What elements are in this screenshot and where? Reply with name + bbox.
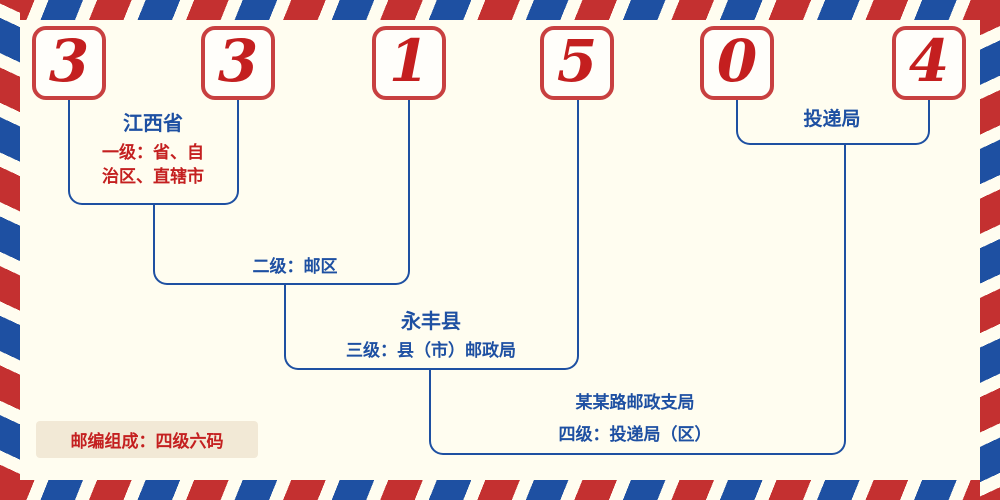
postal-digit-box-4: 5 [540,26,614,100]
airmail-border-bottom [0,480,1000,500]
level2-desc-label: 二级：邮区 [252,257,338,276]
postal-digit-box-1: 3 [32,26,106,100]
postal-digit-box-6: 4 [892,26,966,100]
postal-digit-6: 4 [908,27,950,95]
postal-digit-3: 1 [388,27,430,95]
connector-level2-line [153,205,410,285]
level4-desc-label: 四级：投递局（区） [558,425,712,444]
level3-desc-label: 三级：县（市）邮政局 [346,341,516,360]
connector-level2-stub [408,100,410,207]
connector-level4-bracket [736,100,930,145]
connector-level3-stub [577,100,579,287]
postal-digit-1: 3 [48,27,90,95]
airmail-border-top [0,0,1000,20]
postal-digit-4: 5 [556,27,598,95]
postal-digit-box-5: 0 [700,26,774,100]
connector-level1-bracket [68,100,239,205]
level1-desc-line2: 治区、直辖市 [102,167,204,186]
postal-digit-box-3: 1 [372,26,446,100]
level4-branch-label: 某某路邮政支局 [575,393,695,412]
level3-region-label: 永丰县 [401,311,461,333]
connector-level3-line [284,285,579,370]
level4-office-label: 投递局 [803,109,861,130]
postal-digit-5: 0 [716,27,758,95]
composition-note: 邮编组成：四级六码 [36,421,258,458]
level1-region-label: 江西省 [123,113,183,135]
airmail-border-right [980,0,1000,500]
connector-level4-stub [844,145,846,372]
level1-desc-line1: 一级：省、自 [102,143,204,162]
postal-digit-2: 3 [217,27,259,95]
postal-digit-box-2: 3 [201,26,275,100]
airmail-border-left [0,0,20,500]
connector-level4-line [429,370,846,455]
